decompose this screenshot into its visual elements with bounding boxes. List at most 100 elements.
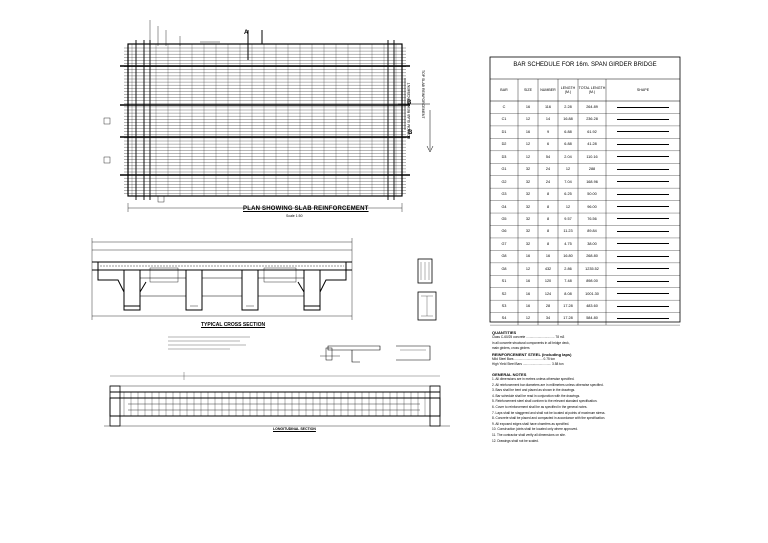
general-note-line: 3. Bars shall be bent and placed as show… (492, 388, 576, 393)
cell-total-length: 483.60 (586, 304, 598, 308)
cell-length: 12 (565, 167, 571, 172)
cell-total-length: 50.00 (587, 192, 597, 197)
cell-number: 6 (546, 142, 550, 147)
cell-size: 32 (525, 229, 531, 234)
cell-total-length: 61.92 (587, 129, 597, 134)
cell-number: 54 (545, 154, 551, 159)
cell-bar: D1 (501, 129, 507, 134)
cell-total-length: 898.00 (586, 279, 598, 284)
cell-total-length: 96.00 (587, 204, 597, 209)
header-shape: SHAPE (636, 88, 650, 92)
bar-shape-line (617, 305, 669, 307)
cell-shape (606, 101, 680, 113)
general-note-line: 5. Reinforcement steel shall conform to … (492, 399, 598, 404)
bar-shape-line (617, 131, 669, 133)
cell-shape (606, 163, 680, 175)
cell-shape (606, 176, 680, 188)
typical-cross-section (91, 238, 353, 350)
general-notes-heading: GENERAL NOTES (492, 371, 527, 377)
bar-shape-line (617, 156, 669, 158)
general-note-line: 11. The contractor shall verify all dime… (492, 432, 566, 437)
cell-total-length: 1001.30 (585, 291, 599, 296)
cell-length: 7.48 (564, 279, 572, 284)
cell-size: 16 (525, 254, 531, 259)
section-marker-b2: B (408, 130, 413, 136)
general-note-line: 8. Concrete shall be placed and compacte… (492, 416, 606, 421)
bar-shape-line (617, 280, 669, 282)
header-size: SIZE (524, 88, 532, 92)
cell-bar: D2 (501, 142, 507, 147)
cell-shape (606, 250, 680, 262)
general-note-line: 9. All exposed edges shall have chamfers… (492, 421, 570, 426)
cell-shape (606, 113, 680, 125)
cell-bar: G8 (501, 254, 507, 259)
cell-length: 17.28 (563, 304, 573, 308)
header-number: NUMBER (540, 88, 556, 92)
cell-number: 16 (545, 254, 551, 259)
bar-shape-line (617, 230, 669, 232)
cell-size: 32 (525, 241, 531, 246)
cell-size: 16 (525, 304, 531, 308)
cell-bar: G8 (501, 266, 507, 271)
header-total-length: TOTAL LENGTH (M.) (578, 86, 606, 94)
cell-shape (606, 238, 680, 250)
cell-shape (606, 188, 680, 200)
cell-shape (606, 225, 680, 237)
plan-scale: Scale 1:50 (286, 214, 303, 218)
cell-size: 32 (525, 204, 531, 209)
cell-number: 116 (544, 105, 552, 109)
cross-section-title: TYPICAL CROSS SECTION (201, 322, 266, 328)
mild-steel-quantity: Mild Steel Bars ........................… (492, 356, 556, 361)
bar-schedule-table: BAR SCHEDULE FOR 16m. SPAN GIRDER BRIDGE… (490, 57, 680, 322)
cell-total-length: 236.28 (586, 117, 598, 122)
quantities-heading: QUANTITIES (492, 330, 517, 335)
cell-total-length: 264.89 (586, 105, 598, 109)
cell-shape (606, 288, 680, 300)
cell-size: 32 (525, 179, 531, 184)
concrete-sub1: in all concrete structural components in… (492, 340, 570, 345)
cell-size: 16 (525, 105, 531, 109)
cell-length: 17.28 (563, 316, 573, 321)
plan-title: PLAN SHOWING SLAB REINFORCEMENT (243, 206, 369, 212)
cell-shape (606, 201, 680, 213)
cell-total-length: 1235.52 (585, 266, 599, 271)
cell-shape (606, 138, 680, 150)
cell-size: 12 (525, 266, 531, 271)
cell-length: 2.04 (564, 154, 572, 159)
cell-number: 28 (545, 304, 551, 308)
bar-shape-line (617, 317, 669, 319)
schedule-grid: BAR SIZE NUMBER LENGTH (M.) TOTAL LENGTH… (490, 79, 680, 325)
cell-total-length: 288 (588, 167, 596, 172)
bar-shape-line (617, 143, 669, 145)
bar-shape-line (617, 218, 669, 220)
quantities-notes: QUANTITIES Class C-60/25 concrete ......… (492, 330, 692, 444)
cell-length: 16.88 (563, 117, 573, 122)
cell-length: 2.28 (564, 105, 572, 109)
bar-shape-line (617, 293, 669, 295)
cell-number: 24 (545, 167, 551, 172)
bar-shape-line (617, 106, 669, 108)
bar-shape-line (617, 193, 669, 195)
cell-length: 11.23 (563, 229, 573, 234)
general-note-line: 6. Cover to reinforcement shall be as sp… (492, 404, 588, 409)
cell-shape (606, 300, 680, 312)
general-note-line: 12. Drawings shall not be scaled. (492, 438, 539, 443)
general-note-line: 7. Laps shall be staggered and shall not… (492, 410, 606, 415)
bar-shape-line (617, 268, 669, 270)
cell-total-length: 41.28 (587, 142, 597, 147)
cell-size: 32 (525, 216, 531, 221)
cell-length: 6.88 (564, 142, 572, 147)
cell-bar: G7 (501, 241, 507, 246)
concrete-quantity: Class C-60/25 concrete .................… (492, 335, 565, 339)
bar-shape-line (617, 255, 669, 257)
